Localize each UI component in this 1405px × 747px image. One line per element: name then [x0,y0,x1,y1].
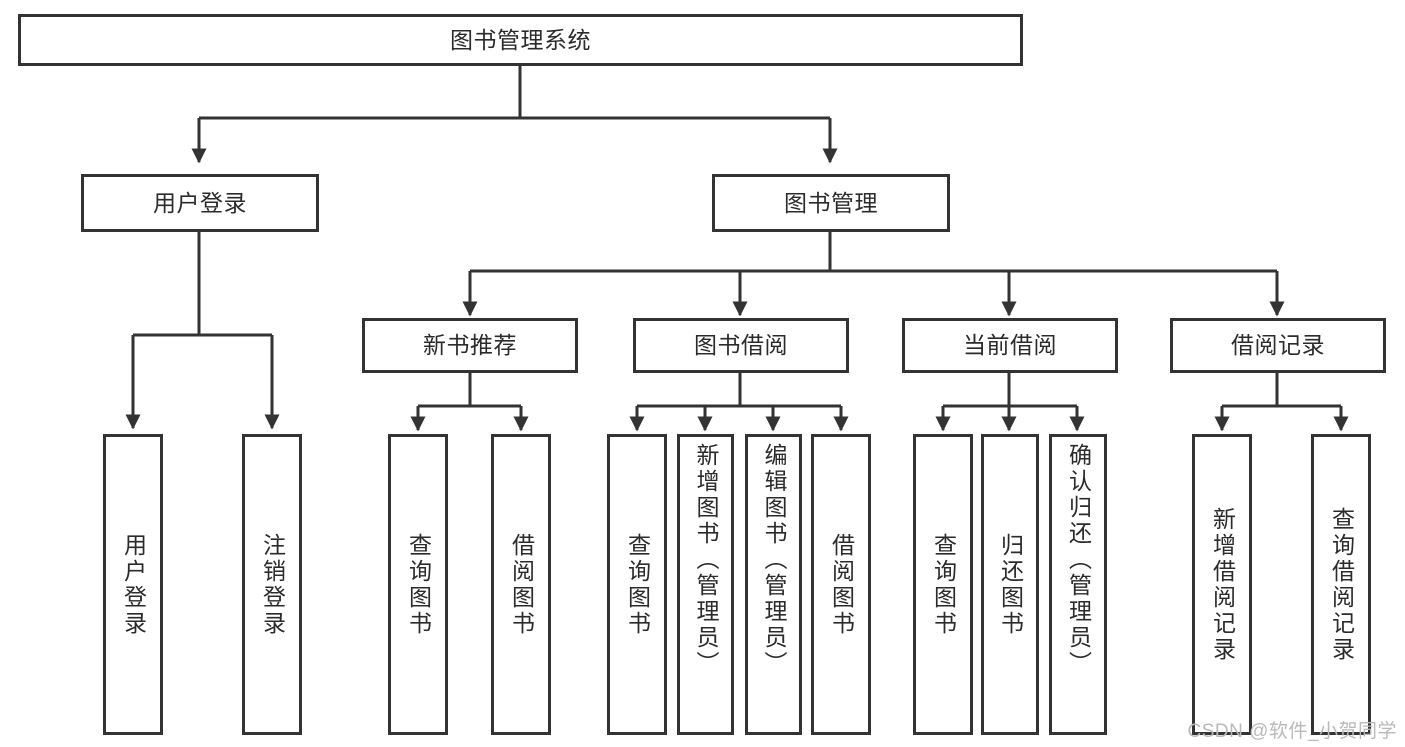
leaf-edit-book-admin[interactable]: 编辑图书（管理员） [745,434,802,735]
node-label: 图书借阅 [694,332,788,359]
leaf-label: 归还图书 [997,532,1024,637]
leaf-label: 新增图书（管理员） [693,443,719,677]
leaf-label: 借阅图书 [828,532,855,637]
leaf-label: 查询借阅记录 [1328,506,1355,663]
leaf-query-book-current[interactable]: 查询图书 [913,434,973,735]
leaf-label: 注销登录 [259,532,286,637]
leaf-label: 确认归还（管理员） [1065,443,1092,677]
node-book-borrow[interactable]: 图书借阅 [633,318,849,373]
leaf-query-borrow-record[interactable]: 查询借阅记录 [1311,434,1371,735]
leaf-label: 查询图书 [405,532,432,637]
node-new-book-recommend[interactable]: 新书推荐 [362,318,578,373]
leaf-add-book-admin[interactable]: 新增图书（管理员） [677,434,734,735]
watermark-text: CSDN @软件_小贺同学 [1187,721,1397,742]
leaf-borrow-book[interactable]: 借阅图书 [811,434,871,735]
node-root-system[interactable]: 图书管理系统 [18,14,1023,66]
leaf-label: 用户登录 [120,532,147,637]
node-book-management[interactable]: 图书管理 [712,174,950,232]
node-label: 图书管理系统 [450,26,591,53]
node-user-login[interactable]: 用户登录 [81,174,319,232]
leaf-query-book-borrow[interactable]: 查询图书 [607,434,667,735]
node-label: 用户登录 [153,189,247,216]
leaf-confirm-return-admin[interactable]: 确认归还（管理员） [1049,434,1107,735]
leaf-label: 借阅图书 [508,532,535,637]
leaf-logout[interactable]: 注销登录 [242,434,302,735]
node-label: 当前借阅 [963,332,1057,359]
leaf-label: 查询图书 [624,532,651,637]
leaf-query-book-recommend[interactable]: 查询图书 [388,434,448,735]
node-label: 借阅记录 [1231,332,1325,359]
leaf-label: 编辑图书（管理员） [761,443,787,677]
node-label: 新书推荐 [423,332,517,359]
node-current-borrow[interactable]: 当前借阅 [902,318,1118,373]
leaf-user-login[interactable]: 用户登录 [103,434,163,735]
leaf-borrow-book-recommend[interactable]: 借阅图书 [491,434,551,735]
leaf-label: 新增借阅记录 [1209,506,1236,663]
leaf-label: 查询图书 [930,532,957,637]
leaf-add-borrow-record[interactable]: 新增借阅记录 [1192,434,1252,735]
node-borrow-record[interactable]: 借阅记录 [1170,318,1386,373]
leaf-return-book[interactable]: 归还图书 [981,434,1039,735]
node-label: 图书管理 [784,189,878,216]
